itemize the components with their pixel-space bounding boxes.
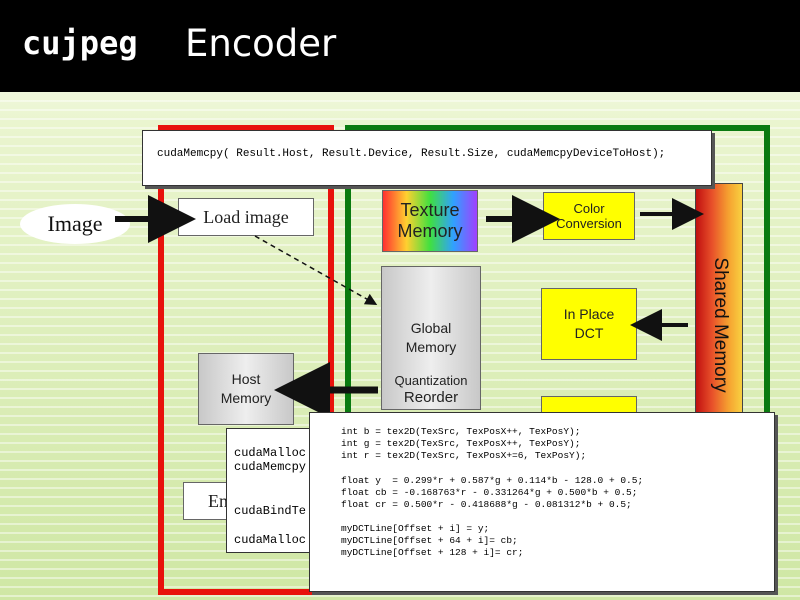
host-memory-label: Host Memory [220, 371, 272, 406]
quantization-label: Quantization [394, 373, 468, 388]
global-memory-box: Global Memory [381, 266, 481, 410]
kernel-code-line: int b = tex2D(TexSrc, TexPosX++, TexPosY… [341, 426, 581, 437]
title-code: cujpeg [22, 24, 138, 62]
texture-memory-box: Texture Memory [382, 190, 478, 252]
kernel-code-line: myDCTLine[Offset + 128 + i]= cr; [341, 547, 524, 558]
background-stripe [0, 253, 800, 255]
arrow-load-to-global [254, 235, 378, 305]
dct-label: In Place DCT [563, 306, 615, 341]
dct-box: In Place DCT [541, 288, 637, 360]
memcpy-result-code: cudaMemcpy( Result.Host, Result.Device, … [142, 130, 712, 186]
host-api-line: cudaMalloc [234, 533, 307, 547]
host-api-line: cudaMemcpy [234, 460, 307, 474]
host-api-line: cudaMalloc [234, 446, 307, 460]
reorder-label: Reorder [403, 389, 459, 406]
kernel-code-line: myDCTLine[Offset + 64 + i]= cb; [341, 535, 518, 546]
image-label: Image [20, 204, 130, 244]
kernel-code: int b = tex2D(TexSrc, TexPosX++, TexPosY… [309, 412, 775, 592]
color-conversion-label-top: Color [573, 201, 605, 216]
title-text: Encoder [185, 22, 337, 65]
texture-memory-label-top: Texture [400, 200, 460, 220]
kernel-code-line: int g = tex2D(TexSrc, TexPosX++, TexPosY… [341, 438, 581, 449]
kernel-code-line: int r = tex2D(TexSrc, TexPosX+=6, TexPos… [341, 450, 587, 461]
background-stripe [0, 100, 800, 102]
load-image-label: Load image [203, 206, 289, 227]
encode-label: En [208, 491, 228, 511]
global-memory-label: Global Memory [405, 320, 457, 355]
color-conversion-label-bottom: Conversion [556, 216, 622, 231]
texture-memory-label-bottom: Memory [397, 221, 463, 241]
background-stripe [0, 109, 800, 111]
title-bar [0, 0, 800, 92]
host-api-line: cudaBindTe [234, 504, 307, 518]
kernel-code-line: myDCTLine[Offset + i] = y; [341, 523, 490, 534]
kernel-code-line: float cr = 0.500*r - 0.418688*g - 0.0813… [341, 499, 632, 510]
memcpy-result-line: cudaMemcpy( Result.Host, Result.Device, … [157, 148, 666, 160]
host-frame [158, 125, 334, 595]
background-stripe [0, 595, 800, 597]
background-stripe [0, 262, 800, 264]
background-stripe [0, 118, 800, 120]
kernel-code-line: float cb = -0.168763*r - 0.331264*g + 0.… [341, 487, 638, 498]
kernel-code-line: float y = 0.299*r + 0.587*g + 0.114*b - … [341, 475, 644, 486]
device-frame [345, 125, 770, 595]
load-image-box: Load image [178, 198, 314, 236]
